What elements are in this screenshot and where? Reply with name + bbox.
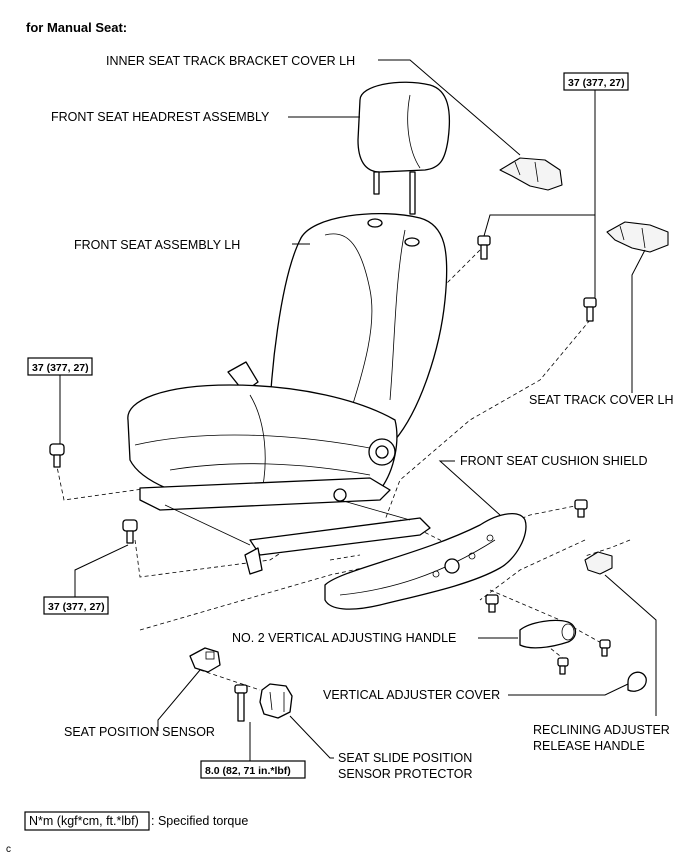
bolt-top-right: [477, 235, 491, 260]
headrest-part: [357, 81, 451, 215]
sensor-protector-part: [259, 683, 293, 719]
screw-handle-2: [557, 657, 569, 675]
label-cushion-shield: FRONT SEAT CUSHION SHIELD: [460, 454, 648, 468]
seat-assembly-part: [127, 213, 448, 575]
footer-code: c: [6, 844, 11, 855]
cushion-shield-part: [324, 513, 527, 610]
label-protector-1: SEAT SLIDE POSITION: [338, 751, 472, 765]
torque-box-sensor: 8.0 (82, 71 in.*lbf): [200, 760, 306, 779]
torque-box-left-upper: 37 (377, 27): [27, 357, 93, 376]
screw-shield-right: [574, 499, 588, 518]
svg-text:37 (377, 27): 37 (377, 27): [48, 601, 105, 613]
svg-text:8.0 (82, 71 in.*lbf): 8.0 (82, 71 in.*lbf): [205, 765, 291, 777]
diagram-title: for Manual Seat:: [26, 20, 127, 35]
torque-box-top-right: 37 (377, 27): [563, 72, 629, 91]
bolt-left-lower: [122, 519, 138, 544]
vertical-handle-part: [519, 619, 577, 649]
torque-box-left-lower: 37 (377, 27): [43, 596, 109, 615]
track-cover-part: [606, 221, 669, 253]
screw-shield-bottom: [485, 594, 499, 613]
label-headrest: FRONT SEAT HEADREST ASSEMBLY: [51, 110, 270, 124]
leader-lines: [59, 59, 657, 761]
recline-handle-part: [584, 551, 613, 575]
adjuster-cover-part: [627, 671, 647, 692]
legend-text: : Specified torque: [151, 814, 248, 828]
bolt-mid-right: [583, 297, 597, 322]
label-position-sensor: SEAT POSITION SENSOR: [64, 725, 215, 739]
label-vertical-handle: NO. 2 VERTICAL ADJUSTING HANDLE: [232, 631, 456, 645]
label-track-cover: SEAT TRACK COVER LH: [529, 393, 673, 407]
position-sensor-part: [189, 647, 221, 673]
legend-key: N*m (kgf*cm, ft.*lbf): [29, 814, 139, 828]
svg-text:37 (377, 27): 37 (377, 27): [568, 77, 625, 89]
inner-cover-part: [499, 157, 563, 191]
svg-text:37 (377, 27): 37 (377, 27): [32, 362, 89, 374]
bolt-sensor: [234, 684, 248, 722]
label-inner-cover: INNER SEAT TRACK BRACKET COVER LH: [106, 54, 355, 68]
screw-handle-1: [599, 639, 611, 657]
torque-legend: N*m (kgf*cm, ft.*lbf) : Specified torque: [24, 811, 248, 831]
label-adjuster-cover: VERTICAL ADJUSTER COVER: [323, 688, 500, 702]
label-seat-assembly: FRONT SEAT ASSEMBLY LH: [74, 238, 240, 252]
label-recline-handle-2: RELEASE HANDLE: [533, 739, 645, 753]
bolt-left-upper: [49, 443, 65, 468]
label-recline-handle-1: RECLINING ADJUSTER: [533, 723, 670, 737]
label-protector-2: SENSOR PROTECTOR: [338, 767, 473, 781]
